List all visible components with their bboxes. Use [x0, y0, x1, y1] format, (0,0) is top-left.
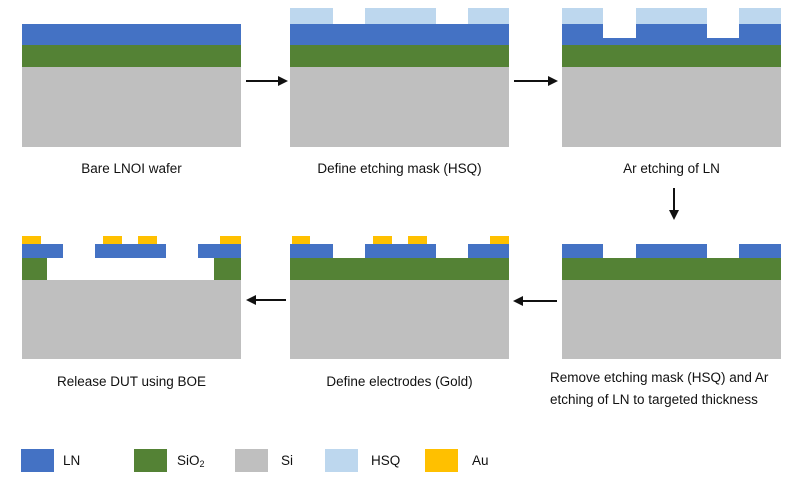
- ln-layer: [290, 24, 509, 45]
- hsq-mask-segment: [636, 8, 707, 24]
- sio2-layer: [562, 45, 781, 67]
- arrow-right-icon: [514, 76, 558, 86]
- ln-ridge: [22, 244, 63, 258]
- au-electrode: [408, 236, 427, 244]
- au-electrode: [103, 236, 122, 244]
- sio2-layer: [290, 258, 509, 280]
- arrow-left-icon: [246, 295, 286, 305]
- hsq-mask-segment: [739, 8, 781, 24]
- step-5-electrodes-diagram: [290, 220, 510, 380]
- au-electrode: [490, 236, 509, 244]
- ln-ridge: [290, 244, 333, 258]
- au-electrode: [292, 236, 310, 244]
- legend-label-sio2: SiO2: [177, 453, 205, 469]
- si-substrate: [562, 67, 781, 147]
- step-1-bare-wafer-diagram: [22, 0, 242, 160]
- step-1-caption: Bare LNOI wafer: [81, 161, 182, 176]
- au-electrode: [22, 236, 41, 244]
- ln-layer: [22, 24, 241, 45]
- hsq-mask-segment: [365, 8, 436, 24]
- sio2-layer: [22, 45, 241, 67]
- si-substrate: [290, 280, 509, 359]
- ln-ridge: [468, 244, 509, 258]
- ln-swatch: [21, 449, 54, 472]
- step-2-caption: Define etching mask (HSQ): [317, 161, 482, 176]
- step-4-remove-mask-diagram: [562, 220, 782, 380]
- step-2-hsq-mask-diagram: [290, 0, 510, 160]
- sio2-swatch: [134, 449, 167, 472]
- step-6-caption: Release DUT using BOE: [56, 374, 207, 389]
- legend-label-sio2-base: SiO: [177, 453, 200, 468]
- legend-label-au: Au: [472, 453, 489, 468]
- legend-label-ln: LN: [63, 453, 81, 468]
- si-substrate: [290, 67, 509, 147]
- arrow-right-icon: [246, 76, 288, 86]
- ln-ridge: [636, 244, 707, 258]
- legend-label-si: Si: [281, 453, 294, 468]
- ln-ridge: [365, 244, 436, 258]
- step-6-release-diagram: [22, 220, 242, 380]
- si-substrate: [562, 280, 781, 359]
- ln-suspended-ridge: [95, 244, 166, 258]
- si-substrate: [22, 67, 241, 147]
- sio2-pillar: [22, 258, 47, 280]
- sio2-pillar: [214, 258, 241, 280]
- au-electrode: [138, 236, 157, 244]
- legend-label-hsq: HSQ: [371, 453, 401, 468]
- si-swatch: [235, 449, 268, 472]
- hsq-swatch: [325, 449, 358, 472]
- ln-ridge: [562, 244, 603, 258]
- au-electrode: [220, 236, 241, 244]
- step-4-caption: Remove etching mask (HSQ) and Ar etching…: [550, 370, 769, 407]
- ln-ridge: [198, 244, 241, 258]
- hsq-mask-segment: [562, 8, 603, 24]
- hsq-mask-segment: [468, 8, 509, 24]
- legend-label-sio2-subscript: 2: [199, 459, 205, 469]
- step-3-ar-etching-diagram: [562, 0, 782, 160]
- au-swatch: [425, 449, 458, 472]
- sio2-layer: [562, 258, 781, 280]
- ln-slab: [562, 38, 781, 45]
- ln-ridge: [739, 244, 781, 258]
- hsq-mask-segment: [290, 8, 333, 24]
- step-3-caption: Ar etching of LN: [623, 161, 720, 176]
- sio2-layer: [290, 45, 509, 67]
- si-substrate: [22, 280, 241, 359]
- au-electrode: [373, 236, 392, 244]
- step-5-caption: Define electrodes (Gold): [326, 374, 473, 389]
- arrow-down-icon: [669, 188, 679, 220]
- arrow-left-icon: [513, 296, 557, 306]
